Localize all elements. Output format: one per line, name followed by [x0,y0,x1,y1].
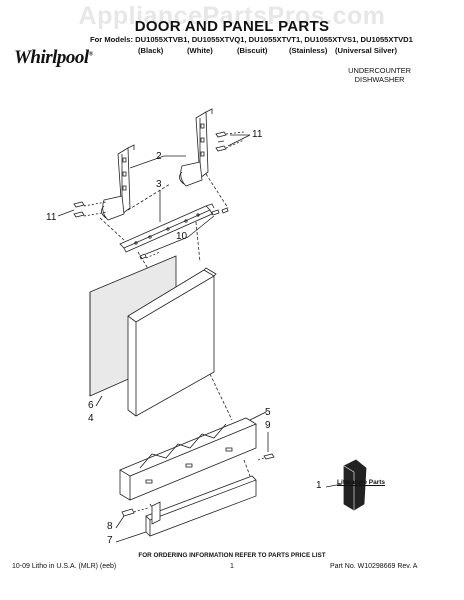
footer-page-number: 1 [230,563,234,570]
callout-11-right: 11 [252,129,263,140]
callout-1: 1 [316,480,322,491]
toe-panel [145,475,257,537]
callout-8: 8 [107,521,113,532]
right-door-bracket [179,108,213,187]
finish-universal-silver: (Universal Silver) [335,46,398,55]
footer-part-number: Part No. W10298669 Rev. A [330,563,418,570]
callout-11-left: 11 [46,212,57,223]
top-channel [119,203,215,253]
finish-biscuit: (Biscuit) [237,46,268,55]
finish-black: (Black) [138,46,164,55]
callout-4: 4 [88,413,94,424]
ordering-note: FOR ORDERING INFORMATION REFER TO PARTS … [138,552,326,559]
models-line: For Models: DU1055XTVB1, DU1055XTVQ1, DU… [90,35,413,44]
whirlpool-logo: Whirlpool® [14,47,93,68]
watermark: AppliancePartsPros.com [78,2,386,30]
outer-door-panel [127,267,217,417]
toe-panel-bracket [119,417,257,501]
callout-7: 7 [107,535,113,546]
callout-9: 9 [265,420,271,431]
screw-group-left [73,201,109,218]
callout-6: 6 [88,400,94,411]
callout-3: 3 [156,179,162,190]
literature-parts-label: Literature Parts [337,479,386,486]
footer-litho: 10-09 Litho in U.S.A. (MLR) (eeb) [12,563,117,570]
page-title: DOOR AND PANEL PARTS [134,18,330,35]
callout-5: 5 [265,407,271,418]
finish-stainless: (Stainless) [289,46,328,55]
screw-group-right [215,131,245,152]
appliance-type: UNDERCOUNTER DISHWASHER [348,66,411,84]
callout-2: 2 [156,151,162,162]
callout-10: 10 [176,231,188,242]
left-door-bracket [101,144,135,221]
literature-booklet [343,459,367,511]
finish-white: (White) [187,46,213,55]
